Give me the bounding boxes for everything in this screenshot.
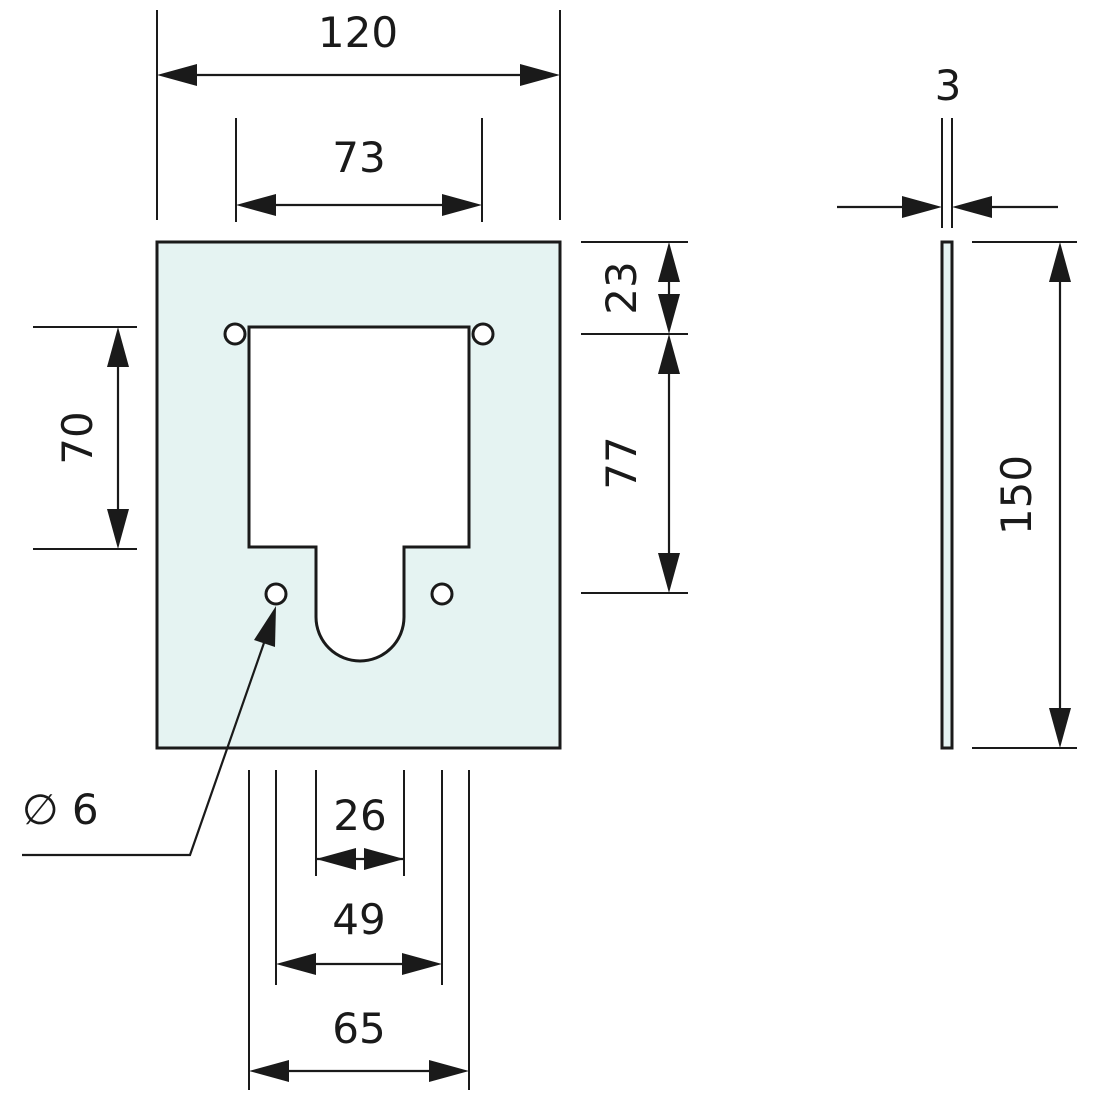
dimension-height-overall: 150 [972,241,1077,749]
dimension-cutout-height: 77 [581,334,688,594]
dimension-label-26: 26 [333,791,386,840]
dimension-thickness: 3 [837,61,1058,228]
dimension-width-cutout: 73 [235,118,483,222]
dimension-label-70: 70 [53,411,102,464]
mounting-hole-top-right [471,322,495,346]
dimension-lower-hole-spacing: 49 [276,895,442,975]
dimension-label-65: 65 [332,1004,385,1053]
dimension-label-150: 150 [992,455,1041,535]
dimension-label-120: 120 [318,8,398,57]
dimension-label-73: 73 [332,133,385,182]
dimension-top-offset: 23 [581,241,688,335]
plate-side-view [940,240,954,750]
dimension-label-49: 49 [332,895,385,944]
dimension-upper-hole-spacing: 65 [249,1004,469,1082]
mounting-hole-bottom-right [430,582,454,606]
hole-diameter-leader: ∅ 6 [22,606,276,857]
dimension-label-23: 23 [597,261,646,314]
mounting-hole-bottom-left [264,582,288,606]
mounting-hole-top-left [223,322,247,346]
dimension-width-overall: 120 [156,8,561,220]
central-cutout [247,325,471,663]
dimension-label-77: 77 [597,436,646,489]
dimension-label-hole-diameter: ∅ 6 [22,785,99,834]
dimension-hole-vertical-spacing: 70 [33,326,137,550]
dimension-label-3: 3 [935,61,962,110]
dimension-slot-width: 26 [316,791,404,870]
